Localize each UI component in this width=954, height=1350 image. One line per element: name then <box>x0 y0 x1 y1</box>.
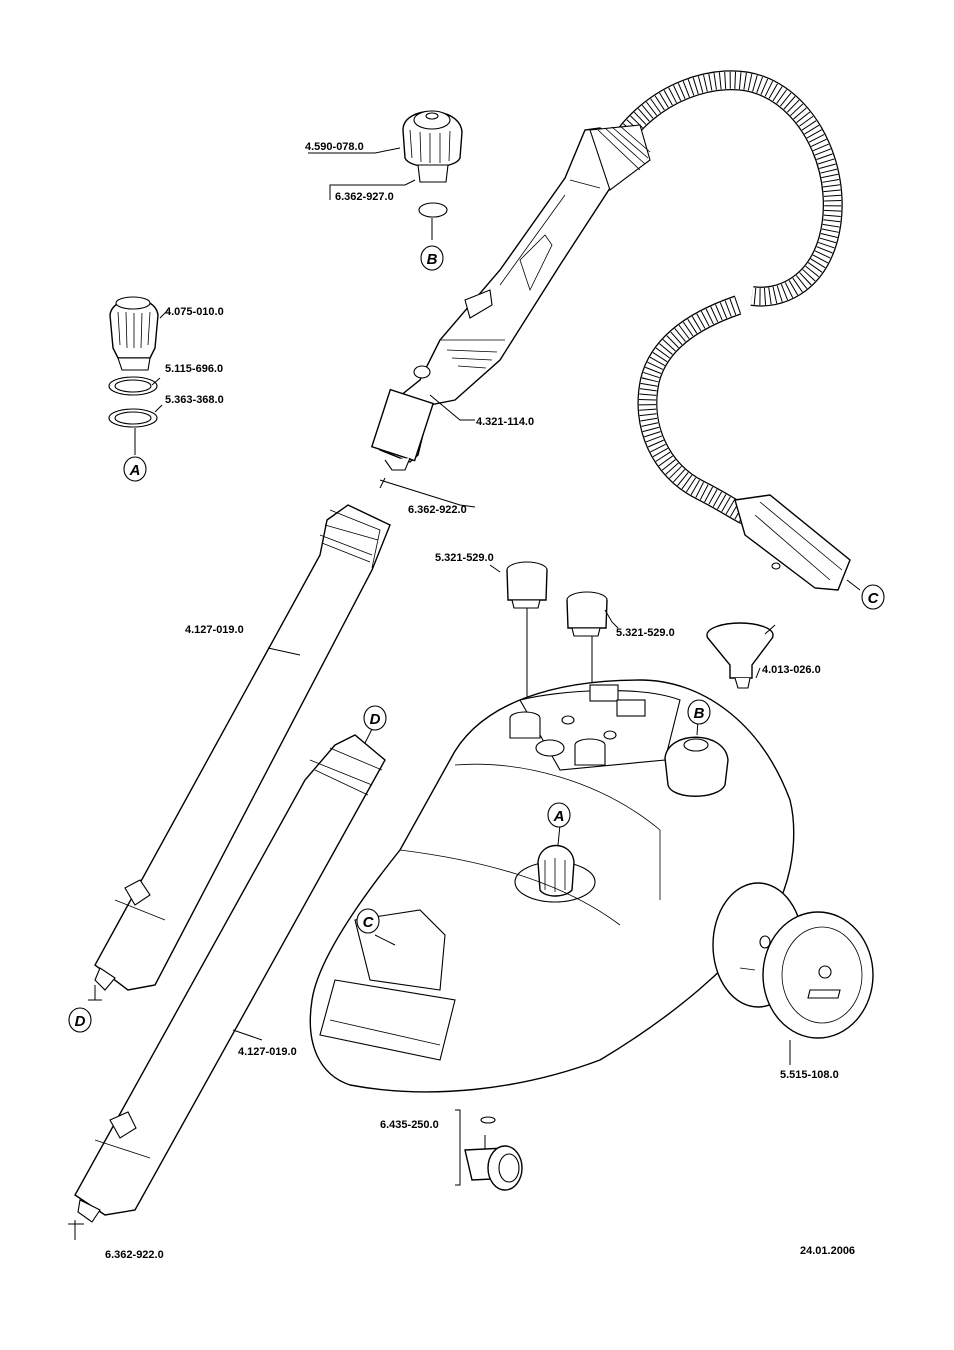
callout-letter: C <box>868 590 880 607</box>
callout-letter: A <box>129 462 141 479</box>
label-washer-2: 5.363-368.0 <box>165 394 224 406</box>
callout-letter: D <box>75 1013 86 1030</box>
callout-c-hose: C <box>861 584 885 610</box>
callout-c-body: C <box>356 908 380 934</box>
label-knob-right: 5.321-529.0 <box>616 627 675 639</box>
callout-a-body: A <box>547 802 571 828</box>
valve-cap-part <box>402 110 463 218</box>
label-funnel: 4.013-026.0 <box>762 664 821 676</box>
callout-b-top: B <box>420 245 444 271</box>
label-oring-top: 6.362-922.0 <box>408 504 467 516</box>
funnel-part <box>706 622 774 689</box>
extension-tube-1 <box>94 504 391 991</box>
callout-letter: B <box>694 705 705 722</box>
label-wheel: 5.515-108.0 <box>780 1069 839 1081</box>
label-washer-1: 5.115-696.0 <box>165 363 223 375</box>
label-valve-cap: 4.590-078.0 <box>305 141 364 153</box>
hand-piece <box>370 124 651 471</box>
callout-a-left: A <box>123 456 147 482</box>
callout-letter: B <box>427 251 438 268</box>
label-valve-oring: 6.362-927.0 <box>335 191 394 203</box>
label-tube-1: 4.127-019.0 <box>185 624 244 636</box>
callout-b-body: B <box>687 699 711 725</box>
label-oring-bottom: 6.362-922.0 <box>105 1249 164 1261</box>
safety-cap-part <box>108 296 159 428</box>
label-safety-cap: 4.075-010.0 <box>165 306 224 318</box>
callout-d-top: D <box>363 705 387 731</box>
label-tube-2: 4.127-019.0 <box>238 1046 297 1058</box>
label-knob-left: 5.321-529.0 <box>435 552 494 564</box>
leader-lines <box>68 147 861 1240</box>
callout-d-bottom: D <box>68 1007 92 1033</box>
callout-letter: D <box>370 711 381 728</box>
callout-letter: C <box>363 914 375 931</box>
label-castor: 6.435-250.0 <box>380 1119 439 1131</box>
diagram-date: 24.01.2006 <box>800 1245 855 1257</box>
wheel-parts <box>712 882 874 1039</box>
extension-tube-2 <box>74 734 386 1223</box>
steam-cleaner-body <box>309 679 795 1093</box>
label-hand-piece: 4.321-114.0 <box>476 416 534 428</box>
castor-part <box>464 1116 523 1191</box>
callout-letter: A <box>553 808 565 825</box>
hose <box>606 70 851 591</box>
